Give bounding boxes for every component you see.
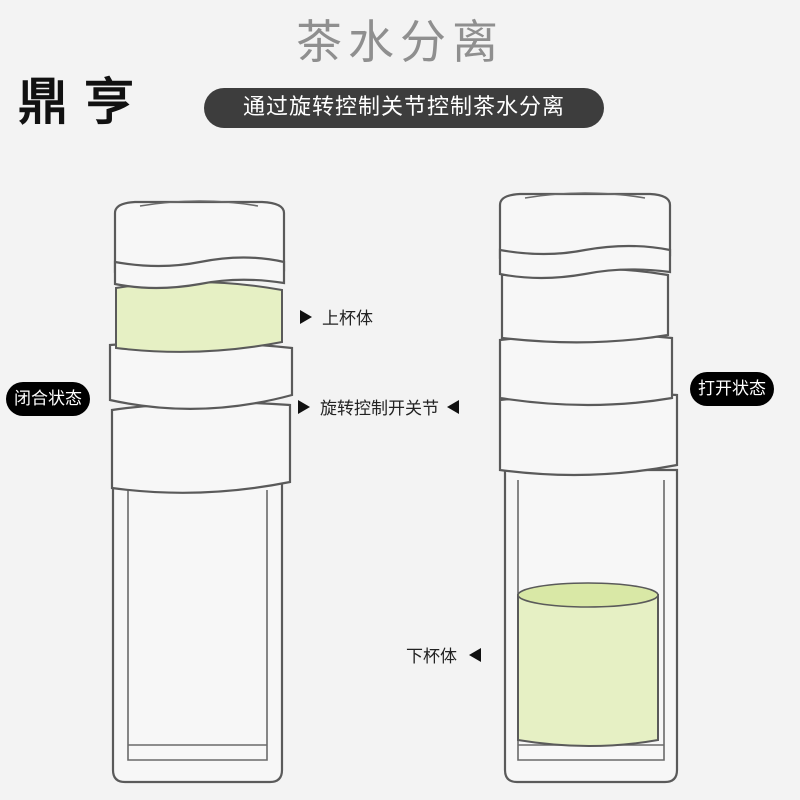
arrow-right-icon: [300, 309, 312, 324]
tagline-pill: 通过旋转控制关节控制茶水分离: [204, 88, 604, 128]
brand-logo: 鼎亨: [18, 72, 150, 131]
arrow-right-icon: [298, 399, 310, 414]
arrow-left-icon: [447, 399, 459, 414]
lower-cup-text: 下杯体: [406, 647, 457, 667]
closed-state-badge: 闭合状态: [6, 382, 90, 416]
rotation-joint-label: 旋转控制开关节: [298, 394, 459, 419]
upper-cup-text: 上杯体: [322, 309, 373, 329]
rotation-joint-text: 旋转控制开关节: [320, 399, 439, 419]
lower-cup-label: 下杯体: [406, 642, 481, 667]
headline: 茶水分离: [296, 15, 504, 69]
open-bottle: [498, 192, 679, 784]
open-state-badge: 打开状态: [690, 372, 774, 406]
arrow-left-icon: [469, 647, 481, 662]
closed-bottle: [108, 200, 294, 784]
upper-cup-label: 上杯体: [300, 304, 373, 329]
